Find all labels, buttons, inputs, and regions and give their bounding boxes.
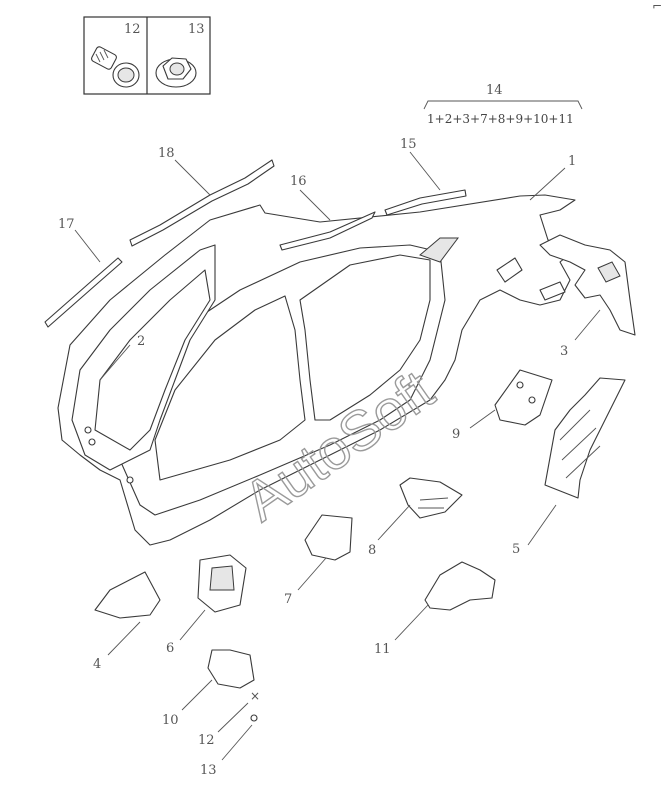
callout-18: 18 [158, 146, 175, 161]
rear-arch-part [539, 234, 636, 336]
callout-16: 16 [290, 174, 307, 189]
x-mark: × [250, 689, 260, 703]
inset-label-12: 12 [124, 22, 141, 37]
flange-nut-icon [155, 57, 197, 88]
fastener-inset: 12 13 [83, 16, 211, 95]
callout-11: 11 [374, 642, 391, 657]
bracket-part-9 [494, 369, 553, 426]
bracket-part-7 [304, 514, 353, 561]
callout-15: 15 [400, 137, 417, 152]
callout-17: 17 [58, 217, 75, 232]
callout-12: 12 [198, 733, 215, 748]
callout-6: 6 [166, 641, 174, 656]
roof-seal-15 [384, 189, 467, 216]
leader-lines [74, 151, 601, 761]
callout-7: 7 [284, 592, 292, 607]
assembly-formula: 1+2+3+7+8+9+10+11 [427, 112, 574, 126]
callout-14: 14 [486, 83, 503, 98]
callout-4: 4 [93, 657, 101, 672]
callout-9: 9 [452, 427, 460, 442]
bracket-part-4 [94, 571, 161, 619]
callout-3: 3 [560, 344, 568, 359]
seal-18 [129, 159, 275, 247]
seal-17 [44, 257, 123, 328]
callout-5: 5 [512, 542, 520, 557]
inset-label-13: 13 [188, 22, 205, 37]
bracket-part-5 [544, 377, 626, 499]
callout-13: 13 [200, 763, 217, 778]
fastener-chain: × [250, 689, 260, 722]
assembly-group-14: 14 1+2+3+7+8+9+10+11 [423, 83, 583, 126]
roof-seal-16 [279, 211, 376, 251]
bolt-icon [91, 46, 140, 88]
callout-8: 8 [368, 543, 376, 558]
callout-2: 2 [137, 334, 145, 349]
side-body-panel [57, 194, 576, 546]
bracket-part-10 [207, 649, 255, 689]
bracket-part-6 [197, 554, 247, 613]
corner-mark: ⌐ [652, 0, 662, 13]
bracket-part-11 [424, 561, 496, 611]
callout-1: 1 [568, 154, 576, 169]
bracket-part-8 [399, 477, 463, 519]
callout-10: 10 [162, 713, 179, 728]
